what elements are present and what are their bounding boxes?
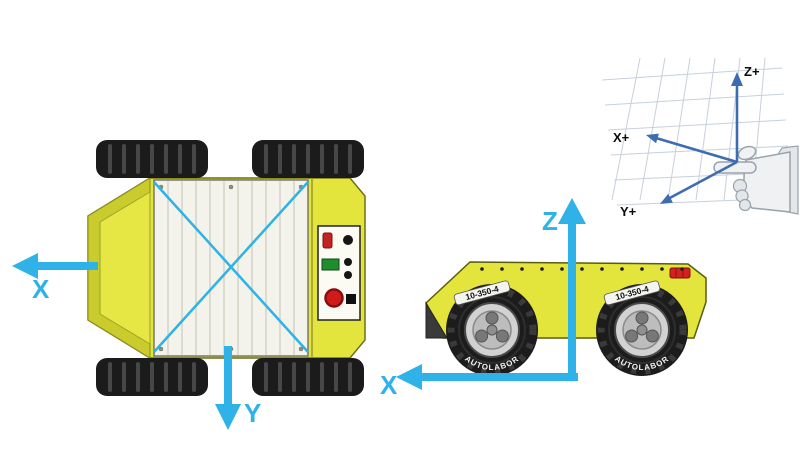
jack-bottom <box>344 271 352 279</box>
top-view-cross-lines <box>153 181 309 353</box>
top-view-x-axis-arrow: X <box>12 253 98 304</box>
tire-front-right <box>250 138 366 180</box>
side-view-x-axis-label: X <box>380 370 398 400</box>
hand-y-axis-label: Y+ <box>620 204 637 219</box>
power-switch <box>322 232 333 249</box>
robot-top-view: X Y <box>12 138 366 430</box>
power-socket <box>346 294 356 304</box>
hand-z-axis-label: Z+ <box>744 64 760 79</box>
knob <box>343 235 353 245</box>
emergency-stop-button <box>324 288 344 308</box>
tire-rear-left <box>94 356 210 398</box>
hand-z-axis-arrow: Z+ <box>731 64 760 162</box>
hand-thumb <box>737 145 757 161</box>
tire-front-left <box>94 138 210 180</box>
top-view-control-panel <box>317 225 361 321</box>
hand-x-axis-label: X+ <box>613 130 630 145</box>
jack-top <box>344 258 352 266</box>
right-hand-rule-illustration: Z+ X+ Y+ <box>601 57 799 219</box>
top-view-y-axis-label: Y <box>244 398 261 428</box>
hand-palm <box>743 151 791 213</box>
tire-rear-right <box>250 356 366 398</box>
hand-y-axis-arrow: Y+ <box>620 160 738 219</box>
top-view-y-axis-arrow: Y <box>215 346 261 430</box>
tail-light <box>669 267 691 279</box>
hand-x-axis-arrow: X+ <box>613 130 738 164</box>
side-view-x-axis-arrow: X <box>380 364 578 400</box>
side-view-z-axis-label: Z <box>542 206 558 236</box>
robot-side-view: Z X <box>380 198 707 400</box>
pointing-hand <box>713 145 799 215</box>
connector-green <box>321 258 340 271</box>
top-view-x-axis-label: X <box>32 274 50 304</box>
side-view-z-axis-arrow: Z <box>542 198 586 380</box>
hand-knuckle-3 <box>738 198 752 212</box>
front-bumper <box>425 301 448 339</box>
top-view-nose-face <box>99 191 151 345</box>
deck-screws <box>480 267 684 271</box>
